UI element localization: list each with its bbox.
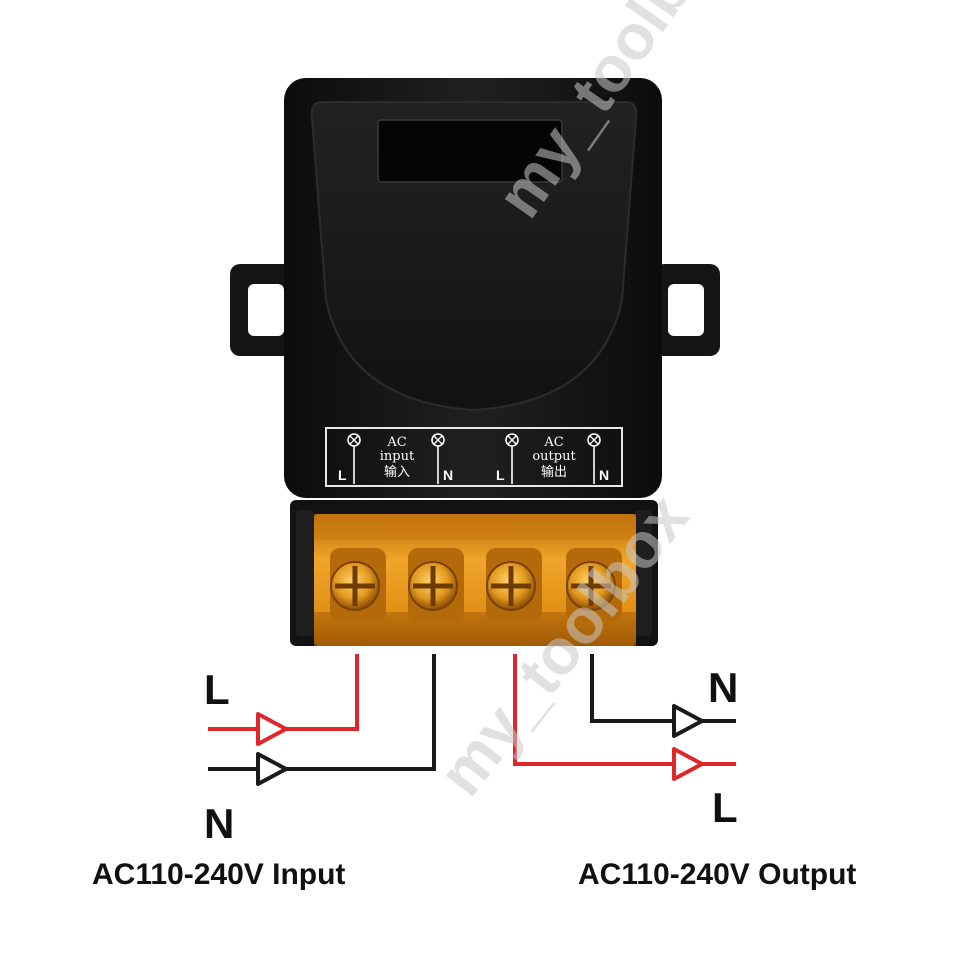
output-live-arrow-icon [672, 747, 704, 781]
input-live-wire [208, 654, 359, 731]
indicator-window [377, 119, 563, 183]
input-live-arrow-icon [256, 712, 288, 746]
input-wiring: L N AC110-240V Input [92, 654, 436, 891]
output-live-wire [513, 654, 736, 766]
terminal-screw-output-l [486, 548, 542, 622]
output-label-word: output [532, 449, 576, 464]
input-right-terminal: N [443, 467, 453, 483]
output-label-ac: AC [543, 435, 563, 450]
output-neutral-arrow-icon [672, 704, 704, 738]
output-terminal-labels: L AC output 输出 N [496, 433, 609, 484]
relay-module: L AC input 输入 N L AC output 输出 [230, 78, 720, 646]
mounting-ear-left [230, 264, 296, 356]
output-left-terminal: L [496, 467, 505, 483]
output-caption: AC110-240V Output [578, 858, 856, 891]
terminal-screw-input-l [330, 548, 386, 622]
input-label-ac: AC [386, 435, 406, 450]
input-caption: AC110-240V Input [92, 858, 345, 891]
output-right-terminal: N [599, 467, 609, 483]
input-terminal-labels: L AC input 输入 N [338, 433, 453, 484]
input-left-terminal: L [338, 467, 347, 483]
input-neutral-wire [208, 654, 436, 771]
input-label-word: input [380, 449, 415, 464]
output-label-chinese: 输出 [541, 464, 567, 479]
output-top-wire-label: N [708, 664, 738, 711]
input-top-wire-label: L [204, 666, 230, 713]
terminal-screw-input-n [408, 548, 464, 622]
terminal-label-panel: L AC input 输入 N L AC output 输出 [325, 427, 623, 487]
terminal-block [314, 514, 636, 646]
output-bottom-wire-label: L [712, 784, 738, 831]
input-label-chinese: 输入 [384, 464, 410, 479]
input-neutral-arrow-icon [256, 752, 288, 786]
terminal-screw-output-n [566, 548, 622, 622]
input-bottom-wire-label: N [204, 800, 234, 847]
output-wiring: N L AC110-240V Output [513, 654, 856, 891]
mounting-ear-right [654, 264, 720, 356]
